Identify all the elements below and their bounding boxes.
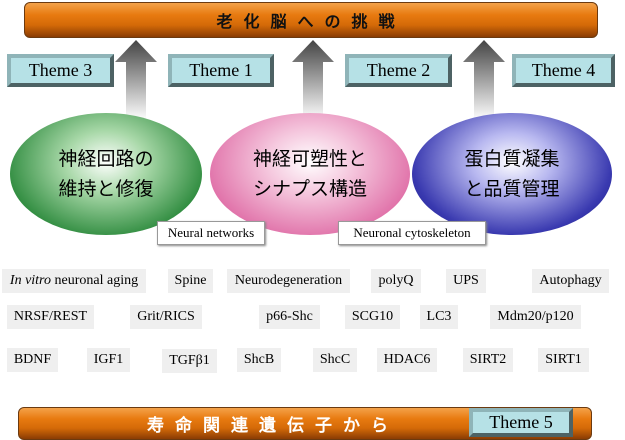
tag: HDAC6	[377, 348, 437, 372]
tag: Grit/RICS	[130, 305, 202, 329]
ellipse-line: シナプス構造	[252, 178, 367, 200]
tag: Neurodegeneration	[227, 269, 350, 293]
tag: Autophagy	[532, 269, 609, 293]
theme-4-box: Theme 4	[512, 54, 615, 87]
tag: NRSF/REST	[7, 305, 94, 329]
theme-2-box: Theme 2	[345, 54, 452, 87]
tag-italic: In vitro	[9, 273, 51, 288]
tag: ShcC	[313, 348, 357, 372]
tag-in-vitro: In vitro neuronal aging	[2, 269, 146, 293]
ellipse-line: 神経回路の	[58, 148, 154, 170]
tag: Mdm20/p120	[490, 305, 581, 329]
tag: IGF1	[87, 348, 130, 372]
up-arrow-icon	[292, 40, 334, 120]
tag: LC3	[420, 305, 458, 329]
theme-1-box: Theme 1	[168, 54, 274, 87]
tag-text: neuronal aging	[51, 273, 139, 288]
tag: SCG10	[345, 305, 400, 329]
tag: BDNF	[7, 348, 58, 372]
up-arrow-icon	[463, 40, 505, 120]
ellipse-line: 蛋白質凝集	[464, 148, 560, 170]
ellipse-neural-circuit: 神経回路の維持と修復	[10, 113, 202, 235]
top-banner: 老化脳への挑戦	[24, 2, 598, 38]
ellipse-protein-quality: 蛋白質凝集と品質管理	[412, 113, 612, 235]
bottom-banner-title: 寿命関連遺伝子から	[147, 416, 399, 436]
neural-networks-label: Neural networks	[157, 221, 265, 245]
ellipse-line: 維持と修復	[58, 178, 154, 200]
tag: Spine	[168, 269, 213, 293]
ellipse-plasticity: 神経可塑性とシナプス構造	[210, 113, 410, 235]
tag: p66-Shc	[259, 305, 320, 329]
tag: polyQ	[371, 269, 421, 293]
tag: UPS	[446, 269, 486, 293]
neuronal-cytoskeleton-label: Neuronal cytoskeleton	[338, 221, 486, 245]
tag: ShcB	[237, 348, 281, 372]
up-arrow-icon	[115, 40, 157, 120]
theme-5-box: Theme 5	[469, 408, 573, 437]
tag: SIRT2	[463, 348, 513, 372]
tag: TGFβ1	[162, 349, 217, 373]
tag: SIRT1	[538, 348, 589, 372]
ellipse-line: と品質管理	[464, 178, 560, 200]
top-banner-title: 老化脳への挑戦	[216, 12, 406, 31]
ellipse-line: 神経可塑性と	[252, 148, 367, 170]
theme-3-box: Theme 3	[7, 54, 114, 87]
